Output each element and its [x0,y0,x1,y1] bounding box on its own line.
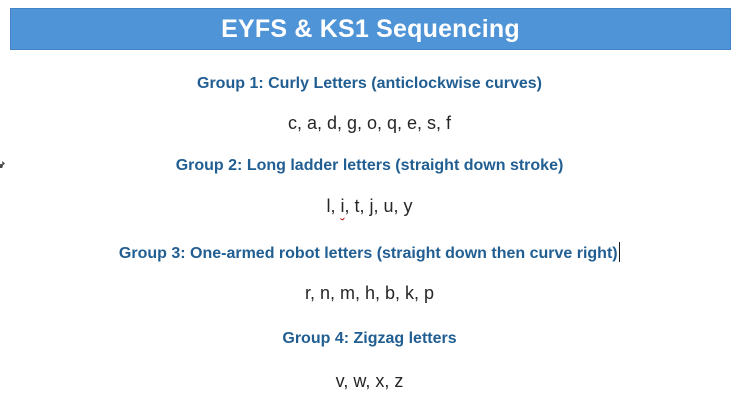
group-2-letters[interactable]: l, i, t, j, u, y [0,193,739,219]
text-cursor-caret [618,242,621,262]
group-1-heading[interactable]: Group 1: Curly Letters (anticlockwise cu… [197,75,542,92]
stray-cursor-mark [0,161,5,168]
group-2-heading[interactable]: Group 2: Long ladder letters (straight d… [175,157,564,174]
group-1-letters[interactable]: c, a, d, g, o, q, e, s, f [287,113,452,133]
group-2-letter-flagged-misspelled: i [340,196,345,216]
group-2-letters-after: , t, j, u, y [344,196,413,216]
group-4-letters[interactable]: v, w, x, z [335,371,404,391]
group-4-heading[interactable]: Group 4: Zigzag letters [282,330,457,347]
page-title[interactable]: EYFS & KS1 Sequencing [221,14,520,43]
group-3-heading-text: Group 3: One-armed robot letters (straig… [118,245,618,262]
group-2-letters-before: l, [326,196,341,216]
group-3-heading[interactable]: Group 3: One-armed robot letters (straig… [0,242,739,265]
group-3-letters[interactable]: r, n, m, h, b, k, p [304,283,435,303]
title-bar: EYFS & KS1 Sequencing [10,8,731,50]
